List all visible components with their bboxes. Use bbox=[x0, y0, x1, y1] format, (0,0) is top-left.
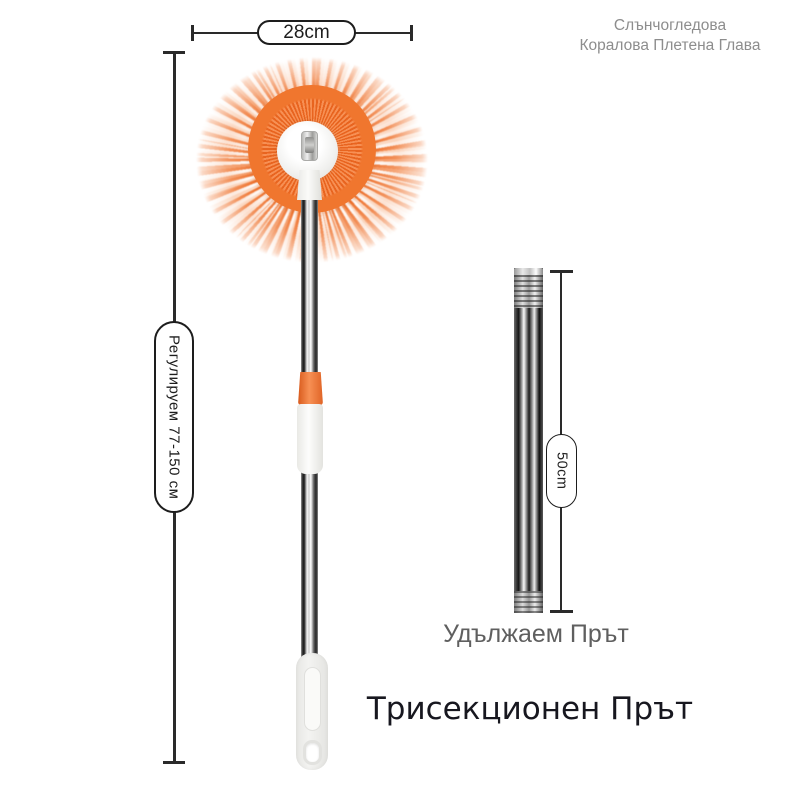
pole-adjust-range-value: Регулируем 77-150 см bbox=[165, 334, 183, 500]
extension-pole-caption: Удължаем Прът bbox=[443, 620, 629, 648]
extension-pole-bottom-thread bbox=[514, 591, 543, 613]
pole-adjust-range-label: Регулируем 77-150 см bbox=[154, 321, 194, 513]
extension-length-dimension-cap-top bbox=[550, 270, 573, 273]
mop-pole-connector bbox=[297, 170, 322, 200]
product-name-line2: Коралова Плетена Глава bbox=[579, 37, 761, 54]
pole-grip-sleeve bbox=[297, 404, 323, 474]
handle-hanging-hole bbox=[303, 740, 322, 765]
pole-height-dimension-cap-bottom bbox=[163, 761, 185, 764]
product-title: Трисекционен Прът bbox=[366, 691, 694, 727]
pole-lock-collar bbox=[298, 372, 323, 405]
extension-pole-cap bbox=[514, 268, 543, 275]
head-width-dimension-cap-left bbox=[191, 25, 194, 41]
head-width-label: 28cm bbox=[257, 20, 356, 45]
head-width-dimension-cap-right bbox=[410, 25, 413, 41]
handle-grip-panel bbox=[304, 667, 321, 731]
extension-pole-thread bbox=[514, 275, 543, 308]
pole-height-dimension-cap-top bbox=[163, 51, 185, 54]
product-name-line1: Слънчогледова bbox=[613, 17, 727, 34]
extension-length-value: 50cm bbox=[553, 452, 570, 490]
product-name: Слънчогледова Коралова Плетена Глава bbox=[540, 16, 800, 56]
extension-length-dimension-cap-bottom bbox=[550, 610, 573, 613]
mop-hinge-pin bbox=[305, 137, 314, 153]
head-width-value: 28cm bbox=[283, 21, 330, 43]
extension-length-label: 50cm bbox=[546, 434, 577, 508]
extension-pole bbox=[514, 268, 543, 613]
